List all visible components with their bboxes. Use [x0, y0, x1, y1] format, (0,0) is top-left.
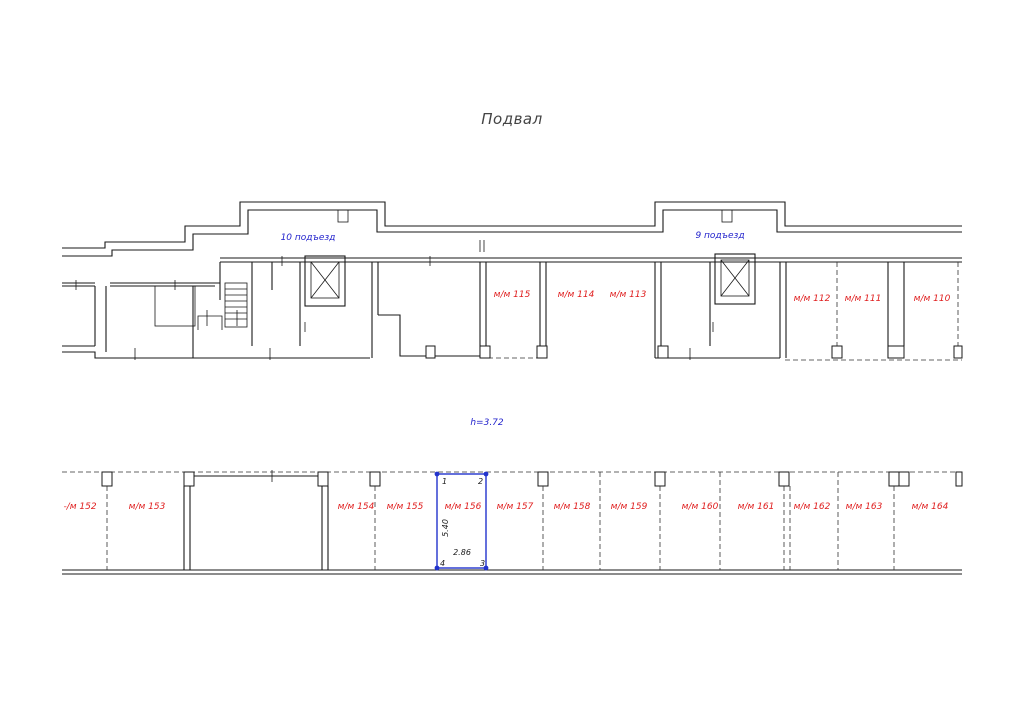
column	[537, 471, 549, 487]
vertex-label-4: 4	[440, 559, 445, 568]
notch	[721, 209, 733, 223]
space-label-158[interactable]: м/м 158	[554, 502, 591, 512]
space-label-156[interactable]: м/м 156	[445, 502, 482, 512]
column	[101, 471, 113, 487]
vertex-label-2: 2	[478, 477, 483, 486]
top-block	[62, 201, 963, 361]
space-label-162[interactable]: м/м 162	[794, 502, 831, 512]
entrance-label-9: 9 подъезд	[695, 231, 744, 241]
selection-vertex[interactable]	[483, 471, 489, 477]
inner-wall-top	[62, 209, 962, 257]
plan-title: Подвал	[481, 110, 542, 128]
selection-vertex[interactable]	[434, 471, 440, 477]
space-label-110[interactable]: м/м 110	[914, 294, 951, 304]
column	[369, 471, 381, 487]
selection-outline[interactable]	[436, 473, 487, 569]
dimension-length: 5.40	[441, 519, 450, 537]
vertex-label-3: 3	[480, 559, 485, 568]
column	[953, 345, 963, 359]
vertex-label-1: 1	[442, 477, 447, 486]
space-label-157[interactable]: м/м 157	[497, 502, 534, 512]
space-label-113[interactable]: м/м 113	[610, 290, 647, 300]
space-label-155[interactable]: м/м 155	[387, 502, 424, 512]
elevator-shaft-10	[304, 255, 346, 307]
stairs	[197, 282, 248, 330]
selection-vertex[interactable]	[434, 565, 440, 571]
column	[887, 345, 905, 359]
column	[898, 471, 910, 487]
space-label-159[interactable]: м/м 159	[611, 502, 648, 512]
column	[657, 345, 669, 359]
height-label: h=3.72	[470, 418, 504, 428]
space-label-115[interactable]: м/м 115	[494, 290, 531, 300]
bottom-block	[62, 470, 963, 575]
space-label-152[interactable]: -/м 152	[63, 502, 96, 512]
space-label-111[interactable]: м/м 111	[845, 294, 882, 304]
space-label-164[interactable]: м/м 164	[912, 502, 949, 512]
selected-space-156[interactable]: 1 2 3 4 2.86 5.40	[434, 471, 489, 571]
column	[317, 471, 329, 487]
space-label-153[interactable]: м/м 153	[129, 502, 166, 512]
space-label-163[interactable]: м/м 163	[846, 502, 883, 512]
column	[778, 471, 790, 487]
column	[536, 345, 548, 359]
space-label-114[interactable]: м/м 114	[558, 290, 595, 300]
notch	[337, 209, 349, 223]
space-label-112[interactable]: м/м 112	[794, 294, 831, 304]
space-label-154[interactable]: м/м 154	[338, 502, 375, 512]
bottom-wall	[62, 351, 370, 359]
column	[955, 471, 963, 487]
column	[425, 345, 436, 359]
column	[654, 471, 666, 487]
room	[154, 285, 196, 327]
wall	[378, 314, 480, 357]
space-label-161[interactable]: м/м 161	[738, 502, 775, 512]
elevator-shaft-9	[714, 253, 756, 305]
space-label-160[interactable]: м/м 160	[682, 502, 719, 512]
selection-vertex[interactable]	[483, 565, 489, 571]
column	[888, 471, 900, 487]
entrance-label-10: 10 подъезд	[281, 233, 336, 243]
outer-wall-top	[62, 201, 962, 249]
column	[831, 345, 843, 359]
column	[479, 345, 491, 359]
dimension-width: 2.86	[453, 548, 471, 557]
column	[183, 471, 195, 487]
stair-flight	[224, 282, 248, 328]
